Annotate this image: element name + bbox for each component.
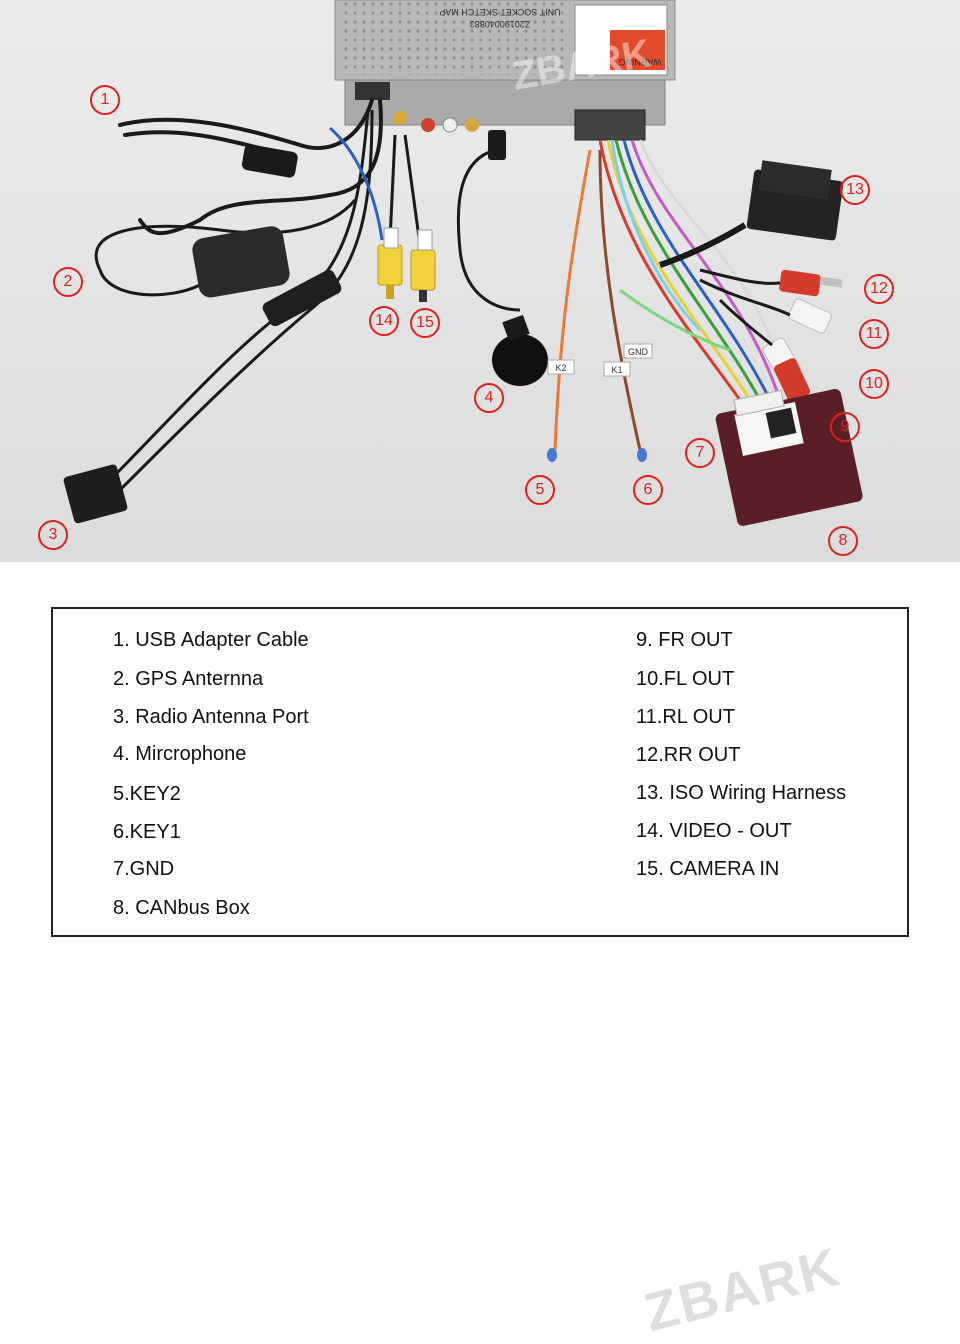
head-unit: WARNING UNIT SOCKET SKETCH MAP Z20190040… <box>334 0 676 141</box>
legend-item-12: 12.RR OUT <box>636 744 741 766</box>
legend-item-15: 15. CAMERA IN <box>636 858 780 880</box>
rca-outputs <box>699 268 843 402</box>
legend-item-4: 4. Mircrophone <box>113 743 247 765</box>
blue-wire <box>329 126 384 241</box>
product-photo: WARNING UNIT SOCKET SKETCH MAP Z20190040… <box>0 0 960 562</box>
legend-item-11: 11.RL OUT <box>636 706 735 728</box>
callout-1: 1 <box>90 85 120 115</box>
usb-cable <box>118 98 383 236</box>
warning-text: WARNING <box>618 57 661 67</box>
legend-item-6: 6.KEY1 <box>113 821 181 843</box>
legend-item-10: 10.FL OUT <box>636 668 735 690</box>
tag-k1: K1 <box>611 365 622 375</box>
callout-12: 12 <box>864 274 894 304</box>
key-wires: K2 K1 GND <box>547 149 653 462</box>
harness-wires <box>598 139 792 401</box>
legend-item-14: 14. VIDEO - OUT <box>636 820 792 842</box>
tag-k2: K2 <box>555 363 566 373</box>
legend-watermark: ZBARK <box>638 1236 847 1344</box>
iso-harness <box>659 160 844 268</box>
callout-14: 14 <box>369 306 399 336</box>
callout-8: 8 <box>828 526 858 556</box>
rca-sockets <box>393 111 479 133</box>
callout-2: 2 <box>53 267 83 297</box>
gps-antenna <box>94 199 357 298</box>
rca-video-plugs <box>377 134 436 302</box>
iso-socket <box>574 109 646 141</box>
canbus-box <box>715 389 863 526</box>
callout-13: 13 <box>840 175 870 205</box>
sketch-text: UNIT SOCKET SKETCH MAP <box>439 7 560 17</box>
callout-4: 4 <box>474 383 504 413</box>
callout-5: 5 <box>525 475 555 505</box>
legend-item-2: 2. GPS Anternna <box>113 668 264 690</box>
callout-11: 11 <box>859 319 889 349</box>
callout-6: 6 <box>633 475 663 505</box>
legend-item-8: 8. CANbus Box <box>113 897 250 919</box>
callout-15: 15 <box>410 308 440 338</box>
legend-item-1: 1. USB Adapter Cable <box>113 629 309 651</box>
legend-item-9: 9. FR OUT <box>636 629 733 651</box>
microphone <box>456 130 548 386</box>
legend-item-7: 7.GND <box>113 858 175 880</box>
legend-item-3: 3. Radio Antenna Port <box>113 706 309 728</box>
callout-3: 3 <box>38 520 68 550</box>
warning-sticker <box>610 30 665 70</box>
wiring-photo-svg: WARNING UNIT SOCKET SKETCH MAP Z20190040… <box>0 0 960 562</box>
radio-antenna-cable <box>63 109 374 524</box>
callout-7: 7 <box>685 438 715 468</box>
legend-item-5: 5.KEY2 <box>113 783 181 805</box>
callout-10: 10 <box>859 369 889 399</box>
serial-text: Z20190040883 <box>470 19 531 29</box>
callout-9: 9 <box>830 412 860 442</box>
legend-box: ZBARK 1. USB Adapter Cable 2. GPS Antern… <box>51 607 909 1343</box>
tag-gnd: GND <box>628 347 649 357</box>
legend-item-13: 13. ISO Wiring Harness <box>636 782 847 804</box>
